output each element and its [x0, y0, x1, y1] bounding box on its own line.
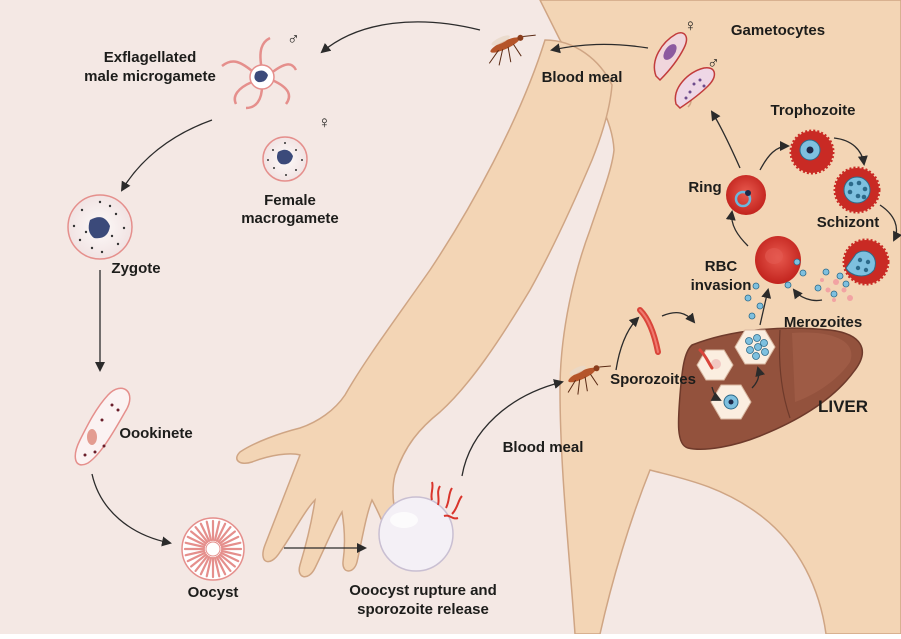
label-ookinete: Oookinete: [119, 425, 192, 442]
label-rupture-2: sporozoite release: [357, 601, 489, 618]
label-ring: Ring: [688, 179, 721, 196]
label-gametocytes: Gametocytes: [731, 22, 825, 39]
label-schizont: Schizont: [817, 214, 880, 231]
label-oocyst: Oocyst: [188, 584, 239, 601]
label-liver: LIVER: [818, 397, 868, 416]
symbol-male-gam: ♂: [707, 53, 720, 72]
oocyst: [182, 518, 244, 580]
zygote: [68, 195, 132, 259]
label-exflagellated-2: male microgamete: [84, 68, 216, 85]
label-female-2: macrogamete: [241, 210, 339, 227]
ring-stage-rbc: [726, 175, 766, 215]
trophozoite-rbc: [791, 131, 833, 173]
symbol-male-exflag: ♂: [287, 29, 300, 48]
label-rbc-1: RBC: [705, 258, 738, 275]
symbol-female-macro: ♀: [318, 113, 331, 132]
label-blood-meal-top: Blood meal: [542, 69, 623, 86]
label-female-1: Female: [264, 192, 316, 209]
schizont-rbc: [835, 168, 879, 212]
label-rbc-2: invasion: [691, 277, 752, 294]
label-trophozoite: Trophozoite: [771, 102, 856, 119]
label-exflagellated-1: Exflagellated: [104, 49, 197, 66]
symbol-female-gam: ♀: [684, 16, 697, 35]
label-zygote: Zygote: [111, 260, 160, 277]
label-merozoites: Merozoites: [784, 314, 862, 331]
label-sporozoites: Sporozoites: [610, 371, 696, 388]
label-blood-meal-bottom: Blood meal: [503, 439, 584, 456]
female-macrogamete: [263, 137, 307, 181]
label-rupture-1: Ooocyst rupture and: [349, 582, 497, 599]
